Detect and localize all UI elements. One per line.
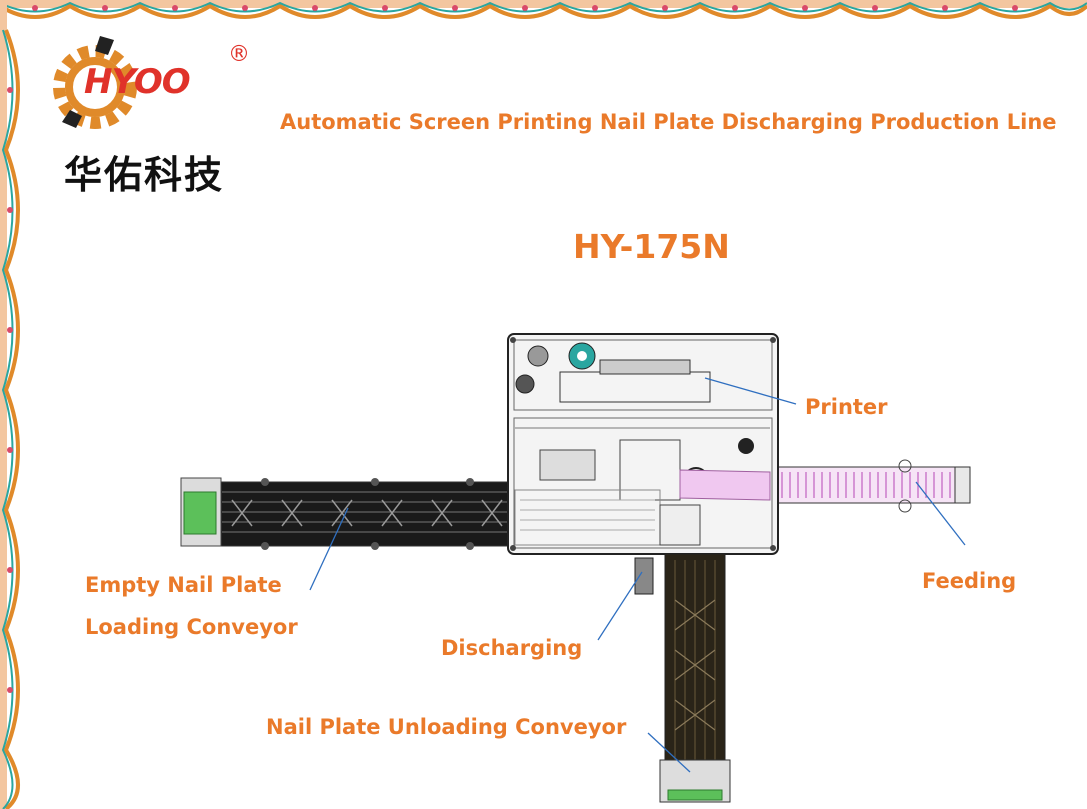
empty-nail-plate-loading-conveyor [180,477,512,550]
label-empty-conveyor-line2: Loading Conveyor [85,615,298,639]
brand-logo-text: HYOO [84,62,191,102]
label-discharging: Discharging [441,636,583,660]
top-ornament-border [0,0,1087,19]
feeding-conveyor [774,459,971,513]
gear-logo-icon [53,36,137,129]
model-number: HY-175N [573,227,730,266]
label-printer: Printer [805,395,888,419]
brand-chinese-name: 华佑科技 [64,153,225,197]
label-empty-conveyor-line1: Empty Nail Plate [85,573,282,597]
label-feeding: Feeding [922,569,1017,593]
page-title: Automatic Screen Printing Nail Plate Dis… [280,110,1057,134]
nail-plate-unloading-conveyor [634,553,731,803]
callout-lines [309,377,966,773]
label-unloading-conveyor: Nail Plate Unloading Conveyor [266,715,627,739]
printer-machine-body [507,333,779,555]
left-ornament-border [0,0,20,809]
registered-mark: ® [228,42,250,67]
